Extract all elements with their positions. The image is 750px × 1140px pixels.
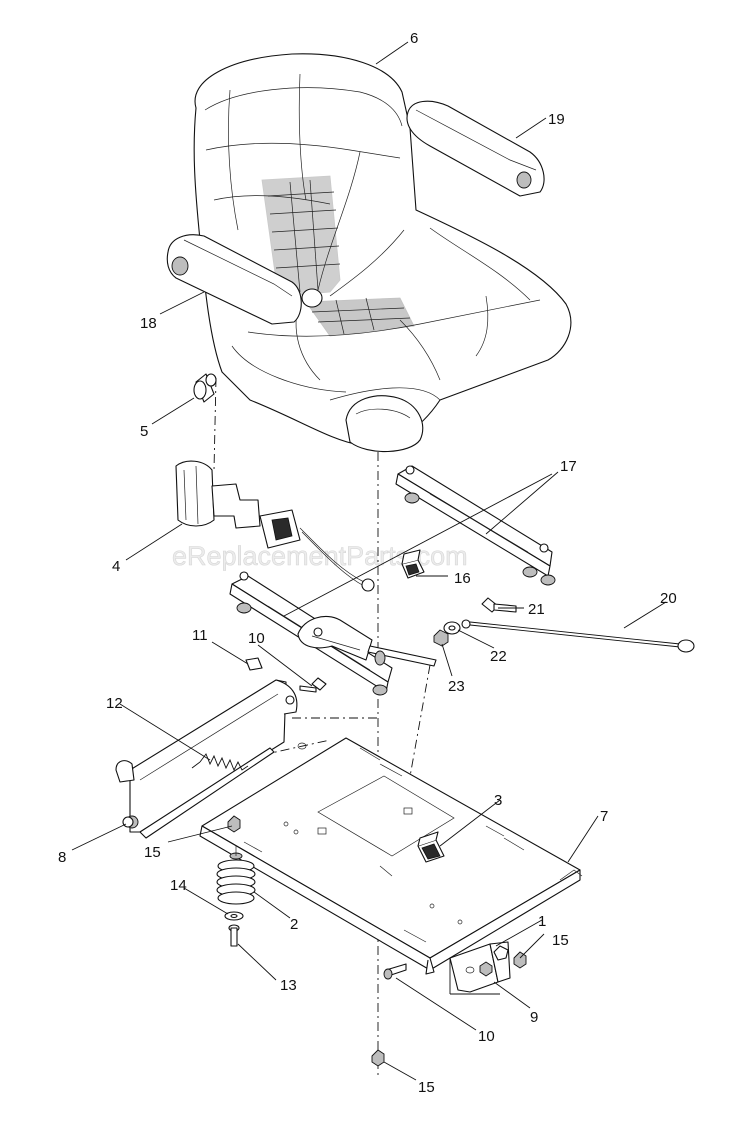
part-10-bolt-upper	[299, 677, 327, 693]
callout-2: 2	[290, 916, 298, 933]
part-6-seat	[193, 53, 572, 453]
part-3-seat-switch	[417, 831, 445, 863]
callout-17: 17	[560, 458, 577, 475]
part-7-seat-plate	[199, 737, 583, 975]
part-18-left-armrest	[166, 234, 323, 325]
callout-labels: 6 19 18 5 17 4 16 20 21 11 10 22 23 12 3…	[58, 30, 677, 1096]
callout-9: 9	[530, 1009, 538, 1026]
callout-10-upper: 10	[248, 630, 265, 647]
callout-14: 14	[170, 877, 187, 894]
part-15-nut-right	[513, 951, 527, 969]
callout-13: 13	[280, 977, 297, 994]
callout-12: 12	[106, 695, 123, 712]
callout-15-left: 15	[144, 844, 161, 861]
part-20-cable	[461, 619, 695, 653]
callout-5: 5	[140, 423, 148, 440]
callout-23: 23	[448, 678, 465, 695]
part-2-spring	[216, 846, 256, 905]
part-15-nut-upper	[227, 815, 241, 833]
callout-6: 6	[410, 30, 418, 47]
part-19-right-armrest	[406, 100, 545, 197]
callout-15-bottom: 15	[418, 1079, 435, 1096]
part-15-nut-bottom	[371, 1049, 385, 1067]
part-16-connector	[401, 549, 425, 579]
part-9-hinge-bracket	[449, 941, 511, 993]
callout-16: 16	[454, 570, 471, 587]
part-13-bolt	[228, 924, 240, 947]
callout-19: 19	[548, 111, 565, 128]
part-10-bolt-lower	[383, 963, 407, 980]
callout-15-right: 15	[552, 932, 569, 949]
callout-18: 18	[140, 315, 157, 332]
callout-8: 8	[58, 849, 66, 866]
callout-1: 1	[538, 913, 546, 930]
part-5-spacer	[193, 373, 217, 403]
callout-22: 22	[490, 648, 507, 665]
watermark-text: eReplacementParts.com	[172, 541, 468, 571]
callout-10-lower: 10	[478, 1028, 495, 1045]
part-11-clip	[245, 657, 263, 671]
part-22-washer	[443, 621, 461, 635]
part-21-bolt	[481, 597, 517, 613]
part-23-nut	[433, 629, 449, 647]
callout-3: 3	[494, 792, 502, 809]
part-4-seat-switch-harness	[175, 460, 375, 592]
callout-21: 21	[528, 601, 545, 618]
part-14-washer	[224, 911, 244, 921]
callout-7: 7	[600, 808, 608, 825]
part-17-seat-rails	[229, 465, 556, 696]
part-12-spring-bracket	[129, 679, 298, 839]
callout-20: 20	[660, 590, 677, 607]
leader-lines	[71, 41, 667, 1081]
callout-4: 4	[112, 558, 120, 575]
callout-11: 11	[192, 627, 208, 644]
